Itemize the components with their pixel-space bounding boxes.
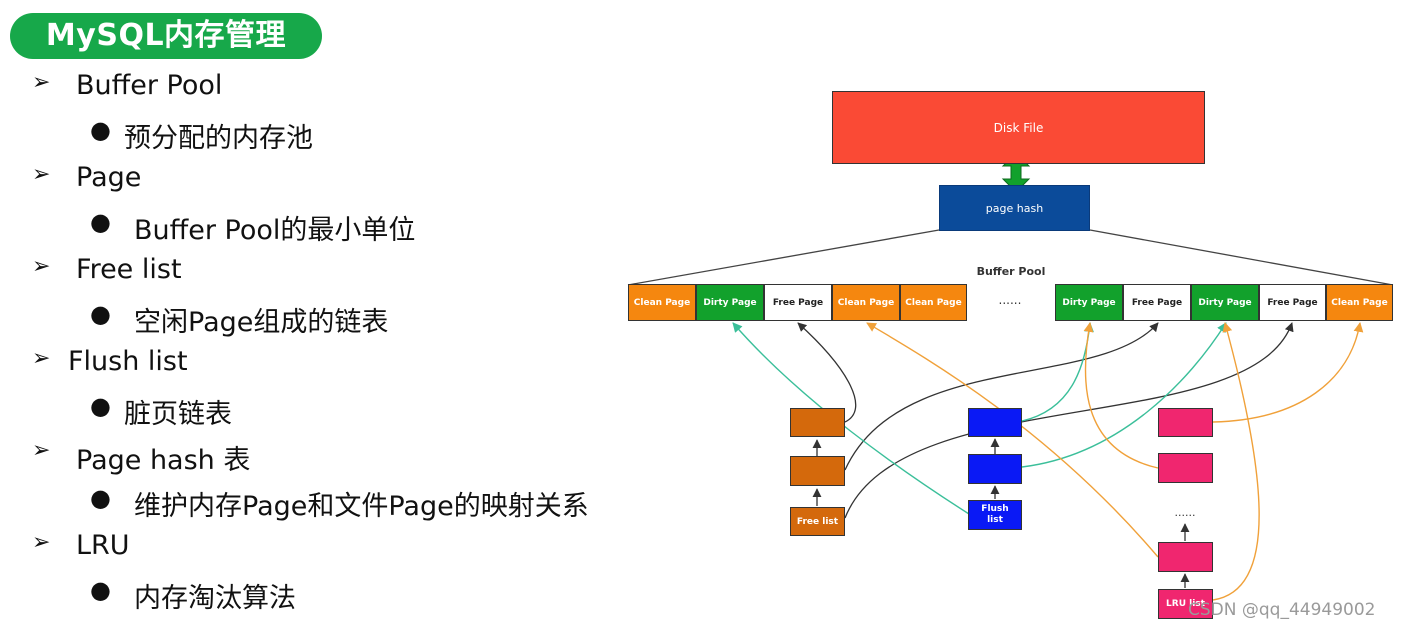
- free-list-pointer: [844, 322, 1159, 471]
- page-hash-box: page hash: [939, 185, 1090, 231]
- lru-list-pointer: [866, 322, 1159, 558]
- disk-file-box: Disk File: [832, 91, 1205, 164]
- arrow-bullet-icon: ➢: [32, 162, 51, 187]
- page-cell: Clean Page: [900, 284, 967, 321]
- dot-bullet-icon: ●: [90, 576, 111, 604]
- lru-list-pointer: [1212, 322, 1364, 423]
- outline-subitem-text: 预分配的内存池: [124, 123, 313, 154]
- page-cell: Free Page: [1123, 284, 1191, 321]
- outline-subitem-text: 空闲Page组成的链表: [134, 307, 389, 338]
- outline-item-text: Page hash 表: [76, 445, 251, 476]
- dot-bullet-icon: ●: [90, 116, 111, 144]
- flush-list-pointer: [732, 322, 970, 515]
- dot-bullet-icon: ●: [90, 484, 111, 512]
- dot-bullet-icon: ●: [90, 392, 111, 420]
- outline-item-text: Page: [76, 162, 142, 193]
- page-cell: Clean Page: [1326, 284, 1393, 321]
- page-cell: Dirty Page: [696, 284, 764, 321]
- outline-subitem-text: 脏页链表: [124, 399, 232, 430]
- arrow-bullet-icon: ➢: [32, 530, 51, 555]
- free-list-node: [790, 408, 845, 437]
- outline-item-text: Buffer Pool: [76, 70, 223, 101]
- flush-list-node: [968, 408, 1022, 437]
- lru-list-pointer: [1083, 322, 1159, 469]
- lru-list-head: LRU list: [1158, 589, 1213, 619]
- flush-list-pointer: [1021, 322, 1227, 468]
- lru-list-node: [1158, 542, 1213, 572]
- free-list-pointer: [797, 322, 857, 423]
- arrow-bullet-icon: ➢: [32, 70, 51, 95]
- lru-list-node: [1158, 408, 1213, 437]
- page-cell: Clean Page: [832, 284, 900, 321]
- arrow-bullet-icon: ➢: [32, 346, 51, 371]
- flush-list-node: [968, 454, 1022, 484]
- outline-item-text: LRU: [76, 530, 130, 561]
- lru-ellipsis: ......: [1174, 505, 1196, 519]
- slide-title: MySQL内存管理: [10, 13, 322, 59]
- outline-item-text: Flush list: [68, 346, 188, 377]
- outline-subitem-text: 维护内存Page和文件Page的映射关系: [134, 491, 589, 522]
- arrow-bullet-icon: ➢: [32, 438, 51, 463]
- lru-list-pointer: [1212, 322, 1260, 601]
- pages-ellipsis: ......: [998, 293, 1022, 307]
- page-cell: Clean Page: [628, 284, 696, 321]
- funnel-line-left: [627, 229, 940, 286]
- page-cell: Free Page: [764, 284, 832, 321]
- outline-item-text: Free list: [76, 254, 182, 285]
- free-list-pointer: [844, 322, 1294, 519]
- page-cell: Dirty Page: [1191, 284, 1259, 321]
- watermark: CSDN @qq_44949002: [1188, 600, 1376, 620]
- arrow-bullet-icon: ➢: [32, 254, 51, 279]
- flush-list-pointer: [1021, 322, 1094, 422]
- free-list-node: [790, 456, 845, 486]
- outline-subitem-text: Buffer Pool的最小单位: [134, 215, 416, 246]
- funnel-line-right: [1089, 229, 1394, 286]
- buffer-pool-label: Buffer Pool: [976, 264, 1046, 278]
- dot-bullet-icon: ●: [90, 208, 111, 236]
- lru-list-node: [1158, 453, 1213, 483]
- page-cell: Free Page: [1259, 284, 1326, 321]
- flush-list-head: Flush list: [968, 500, 1022, 530]
- outline-subitem-text: 内存淘汰算法: [134, 583, 296, 614]
- page-cell: Dirty Page: [1055, 284, 1123, 321]
- free-list-head: Free list: [790, 507, 845, 536]
- dot-bullet-icon: ●: [90, 300, 111, 328]
